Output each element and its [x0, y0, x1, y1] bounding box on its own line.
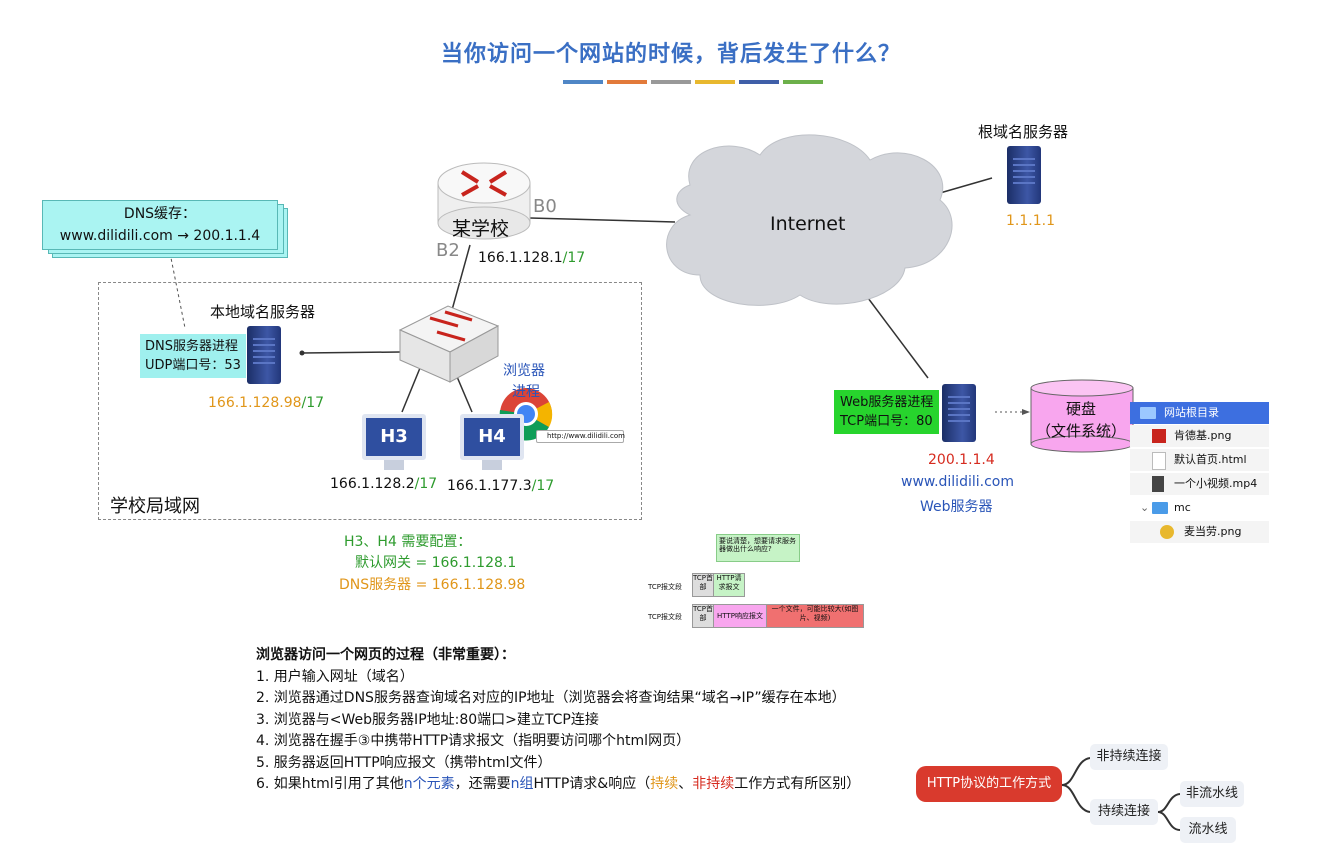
url-bar[interactable]: http://www.dilidili.com: [536, 430, 625, 443]
folder-icon: [1152, 502, 1168, 514]
disk-label-line1: 硬盘: [1066, 400, 1097, 418]
router-ip: 166.1.128.1/17: [478, 250, 586, 266]
dns-process-line2: UDP端口号：53: [145, 358, 241, 373]
step-5: 5. 服务器返回HTTP响应报文（携带html文件）: [256, 754, 552, 771]
internet-label: Internet: [770, 213, 846, 235]
url-bar-text: http://www.dilidili.com: [547, 432, 625, 440]
h4-stand: [482, 460, 502, 470]
switch-icon: [398, 305, 500, 383]
tcp-row1-header: TCP首部: [692, 573, 714, 597]
steps-heading: 浏览器访问一个网页的过程（非常重要）：: [256, 647, 515, 663]
web-server-label: Web服务器: [920, 499, 993, 515]
file-item-2[interactable]: 默认首页.html: [1130, 449, 1269, 471]
step-1: 1. 用户输入网址（域名）: [256, 668, 414, 685]
router-port-b2: B2: [436, 240, 460, 261]
h3-ip: 166.1.128.2/17: [330, 476, 438, 492]
file-name: 一个小视频.mp4: [1174, 477, 1258, 490]
h4-ip: 166.1.177.3/17: [447, 478, 555, 494]
video-file-icon: [1152, 476, 1164, 492]
h3-computer-icon: H3: [362, 414, 426, 460]
browser-label-line2: 进程: [512, 384, 540, 400]
step-2: 2. 浏览器通过DNS服务器查询域名对应的IP地址（浏览器会将查询结果“域名→I…: [256, 690, 846, 706]
web-server-domain: www.dilidili.com: [901, 474, 1014, 490]
tcp-row1-label: TCP报文段: [648, 583, 682, 591]
folder-icon: [1140, 407, 1156, 419]
router-name: 某学校: [452, 218, 510, 240]
tcp-row2-label: TCP报文段: [648, 613, 682, 621]
document-file-icon: [1152, 452, 1166, 470]
tcp-row1-body: HTTP请求报文: [713, 573, 745, 597]
config-line2: 默认网关 = 166.1.128.1: [355, 555, 517, 571]
dns-cache-note: DNS缓存： www.dilidili.com → 200.1.1.4: [42, 200, 278, 250]
file-name: 麦当劳.png: [1184, 525, 1242, 538]
file-tree-root-label: 网站根目录: [1164, 406, 1219, 419]
tcp-note: 要说清楚，想要请求服务器做出什么响应?: [716, 534, 800, 562]
title-bar-6: [783, 80, 823, 84]
mindmap-nonpersistent: 非持续连接: [1090, 744, 1168, 770]
title-bar-2: [607, 80, 647, 84]
local-dns-ip: 166.1.128.98/17: [208, 395, 325, 411]
tcp-row2-header: TCP首部: [692, 604, 714, 628]
web-process-tag: Web服务器进程 TCP端口号：80: [834, 390, 940, 434]
mindmap-nonpipeline: 非流水线: [1180, 781, 1244, 807]
file-item-3[interactable]: 一个小视频.mp4: [1130, 473, 1269, 495]
local-dns-server-icon: [247, 326, 281, 384]
file-item-1[interactable]: 肯德基.png: [1130, 425, 1269, 447]
h4-computer-icon: H4: [460, 414, 524, 460]
mindmap-pipeline: 流水线: [1180, 817, 1236, 843]
root-dns-server-icon: [1007, 146, 1041, 204]
step-3: 3. 浏览器与<Web服务器IP地址:80端口>建立TCP连接: [256, 711, 599, 728]
root-dns-label: 根域名服务器: [978, 123, 1069, 141]
file-name: 肯德基.png: [1174, 429, 1232, 442]
file-tree-root[interactable]: 网站根目录: [1130, 402, 1269, 424]
web-server-ip: 200.1.1.4: [928, 452, 995, 468]
root-dns-ip: 1.1.1.1: [1006, 213, 1055, 229]
local-dns-label: 本地域名服务器: [210, 303, 316, 321]
dns-process-line1: DNS服务器进程: [145, 339, 238, 354]
title-bar-4: [695, 80, 735, 84]
image-file-icon: [1160, 525, 1174, 539]
file-tree-folder[interactable]: ⌄ mc: [1130, 497, 1269, 519]
folder-name: mc: [1174, 501, 1191, 514]
web-process-line2: TCP端口号：80: [840, 414, 933, 429]
dns-cache-heading: DNS缓存：: [123, 206, 197, 222]
router-icon: [437, 162, 531, 240]
config-line1: H3、H4 需要配置：: [344, 534, 472, 550]
web-server-icon: [942, 384, 976, 442]
web-process-line1: Web服务器进程: [840, 395, 934, 410]
tcp-row2-body: HTTP响应报文: [713, 604, 767, 628]
page-title: 当你访问一个网站的时候，背后发生了什么？: [440, 42, 901, 67]
disk-label-line2: （文件系统）: [1036, 422, 1127, 440]
step-6: 6. 如果html引用了其他n个元素，还需要n组HTTP请求&响应（持续、非持续…: [256, 776, 861, 792]
file-name: 默认首页.html: [1174, 453, 1247, 466]
config-line3: DNS服务器 = 166.1.128.98: [339, 577, 526, 593]
steps-block: 浏览器访问一个网页的过程（非常重要）： 1. 用户输入网址（域名） 2. 浏览器…: [256, 645, 916, 796]
tcp-row2-extra: 一个文件，可能比较大(如图片、视频): [766, 604, 864, 628]
lan-label: 学校局域网: [110, 496, 200, 517]
title-bar-3: [651, 80, 691, 84]
lan-boundary: [98, 282, 642, 520]
step-4: 4. 浏览器在握手③中携带HTTP请求报文（指明要访问哪个html网页）: [256, 733, 691, 749]
title-bar-5: [739, 80, 779, 84]
dns-cache-entry: www.dilidili.com → 200.1.1.4: [59, 228, 261, 244]
mindmap-persistent: 持续连接: [1090, 799, 1158, 825]
image-file-icon: [1152, 429, 1166, 443]
browser-label-line1: 浏览器: [503, 363, 545, 379]
h3-stand: [384, 460, 404, 470]
router-port-b0: B0: [533, 196, 557, 217]
disk-icon: [1030, 379, 1134, 453]
chevron-down-icon: ⌄: [1140, 501, 1150, 514]
file-item-4[interactable]: 麦当劳.png: [1130, 521, 1269, 543]
dns-process-tag: DNS服务器进程 UDP端口号：53: [140, 334, 246, 378]
mindmap-root: HTTP协议的工作方式: [916, 766, 1062, 802]
title-bar-1: [563, 80, 603, 84]
